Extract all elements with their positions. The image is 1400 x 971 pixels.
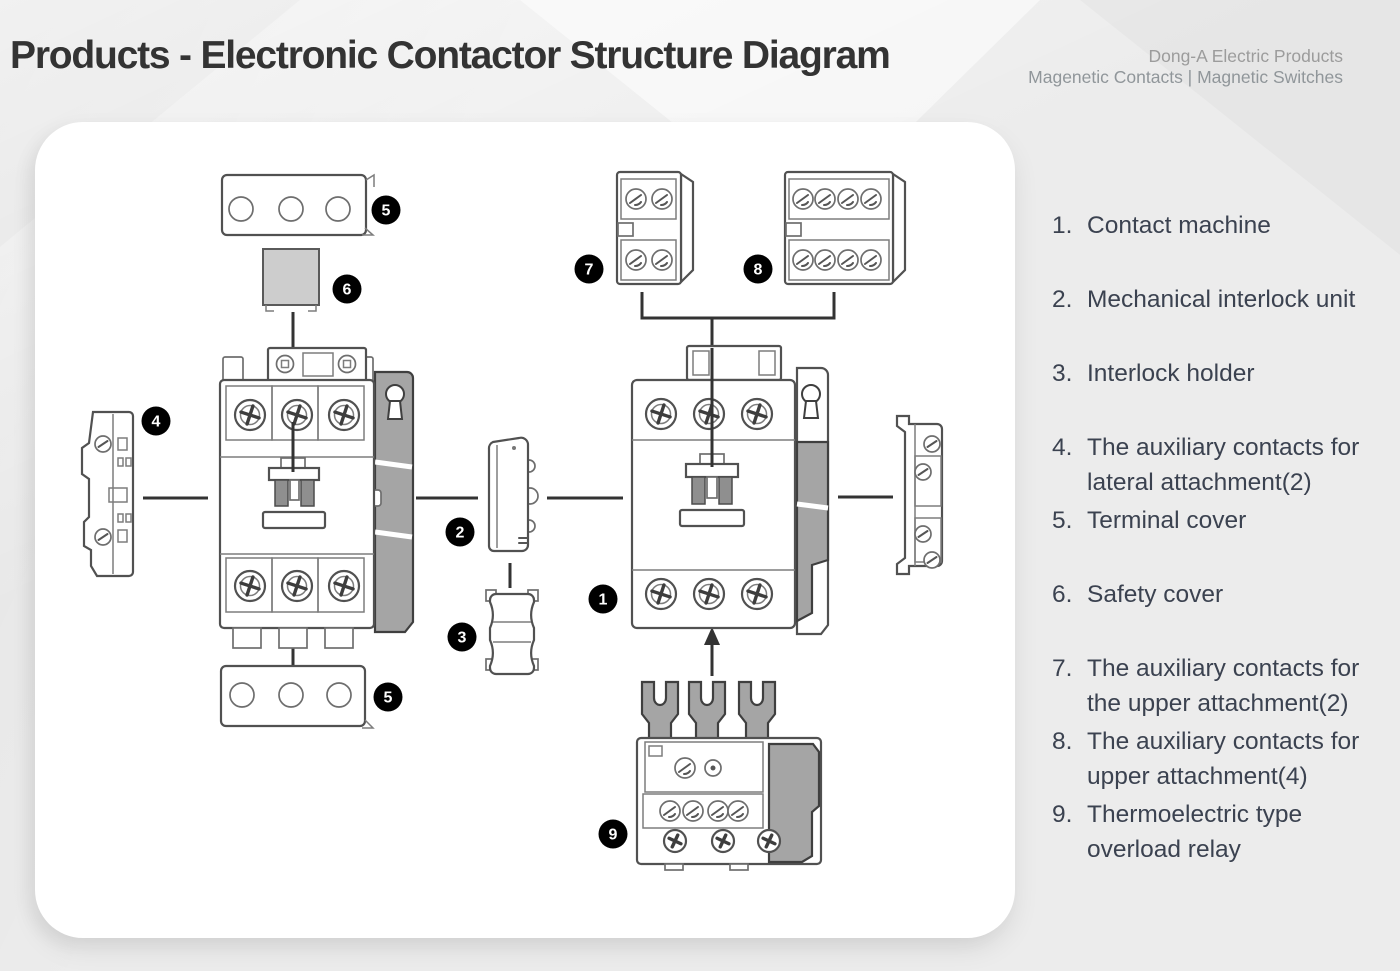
page-title: Products - Electronic Contactor Structur… [10,34,891,77]
overload-relay [635,680,823,871]
svg-text:4: 4 [152,414,161,431]
svg-text:5: 5 [382,203,391,220]
structure-diagram: 5 6 4 2 3 1 7 8 9 5 [80,170,944,871]
keyhole-icon [801,384,821,419]
legend-item-number: 7. [1052,655,1073,682]
diagram-card: 5 6 4 2 3 1 7 8 9 5 [35,122,1015,938]
brand-block: Dong-A Electric Products Magenetic Conta… [1028,46,1343,88]
brand-line-1: Dong-A Electric Products [1148,46,1343,66]
svg-text:8: 8 [754,262,763,279]
badge-8: 8 [743,254,773,284]
aux-contact-lateral-right [895,414,944,576]
legend-item-5: 5. Terminal cover [1052,503,1397,538]
badge-9: 9 [598,819,628,849]
badge-4: 4 [141,406,171,436]
legend-item-text: Mechanical interlock unit [1087,286,1356,313]
legend-item-number: 8. [1052,728,1073,755]
legend-item-text: Terminal cover [1087,507,1247,534]
fork-terminal [737,680,777,742]
badge-3: 3 [447,622,477,652]
aux-contact-lateral-left [80,410,135,578]
svg-text:7: 7 [585,262,594,279]
brand-line-2: Magenetic Contacts | Magnetic Switches [1028,67,1343,87]
badge-5-top: 5 [371,195,401,225]
badge-7: 7 [574,254,604,284]
legend-item-text: Contact machine [1087,212,1271,239]
legend-item-number: 9. [1052,801,1073,828]
interlock-holder [485,589,539,676]
up-arrow-icon [704,627,720,645]
legend-item-number: 4. [1052,434,1073,461]
contactor-left [218,346,415,649]
legend-item-number: 1. [1052,212,1073,239]
badge-6: 6 [332,274,362,304]
legend-item-text: Interlock holder [1087,360,1255,387]
svg-text:6: 6 [343,282,352,299]
fork-terminal [640,680,680,742]
legend-item-6: 6. Safety cover [1052,577,1397,612]
svg-text:2: 2 [456,525,465,542]
mechanical-interlock-unit [487,436,539,553]
svg-text:9: 9 [609,827,618,844]
svg-text:5: 5 [384,690,393,707]
aux-contact-upper-4 [783,170,907,286]
safety-cover [262,248,320,312]
legend: 1. Contact machine 2. Mechanical interlo… [1052,208,1397,870]
legend-item-1: 1. Contact machine [1052,208,1397,243]
keyhole-icon [385,384,405,420]
legend-item-2: 2. Mechanical interlock unit [1052,282,1397,317]
badge-5-bottom: 5 [373,682,403,712]
aux-contact-upper-2 [615,170,695,286]
legend-item-number: 2. [1052,286,1073,313]
legend-item-text: Safety cover [1087,581,1224,608]
terminal-cover-bottom [219,664,375,729]
badge-2: 2 [445,517,475,547]
legend-item-number: 3. [1052,360,1073,387]
svg-text:1: 1 [599,592,608,609]
mounting-bracket-left [371,370,415,634]
svg-text:3: 3 [458,630,467,647]
legend-item-number: 5. [1052,507,1073,534]
badge-1: 1 [588,584,618,614]
legend-item-3: 3. Interlock holder [1052,356,1397,391]
mounting-bracket-right [795,366,830,636]
fork-terminal [687,680,727,742]
terminal-cover-top [220,173,375,237]
legend-item-number: 6. [1052,581,1073,608]
contactor-main [630,344,830,636]
